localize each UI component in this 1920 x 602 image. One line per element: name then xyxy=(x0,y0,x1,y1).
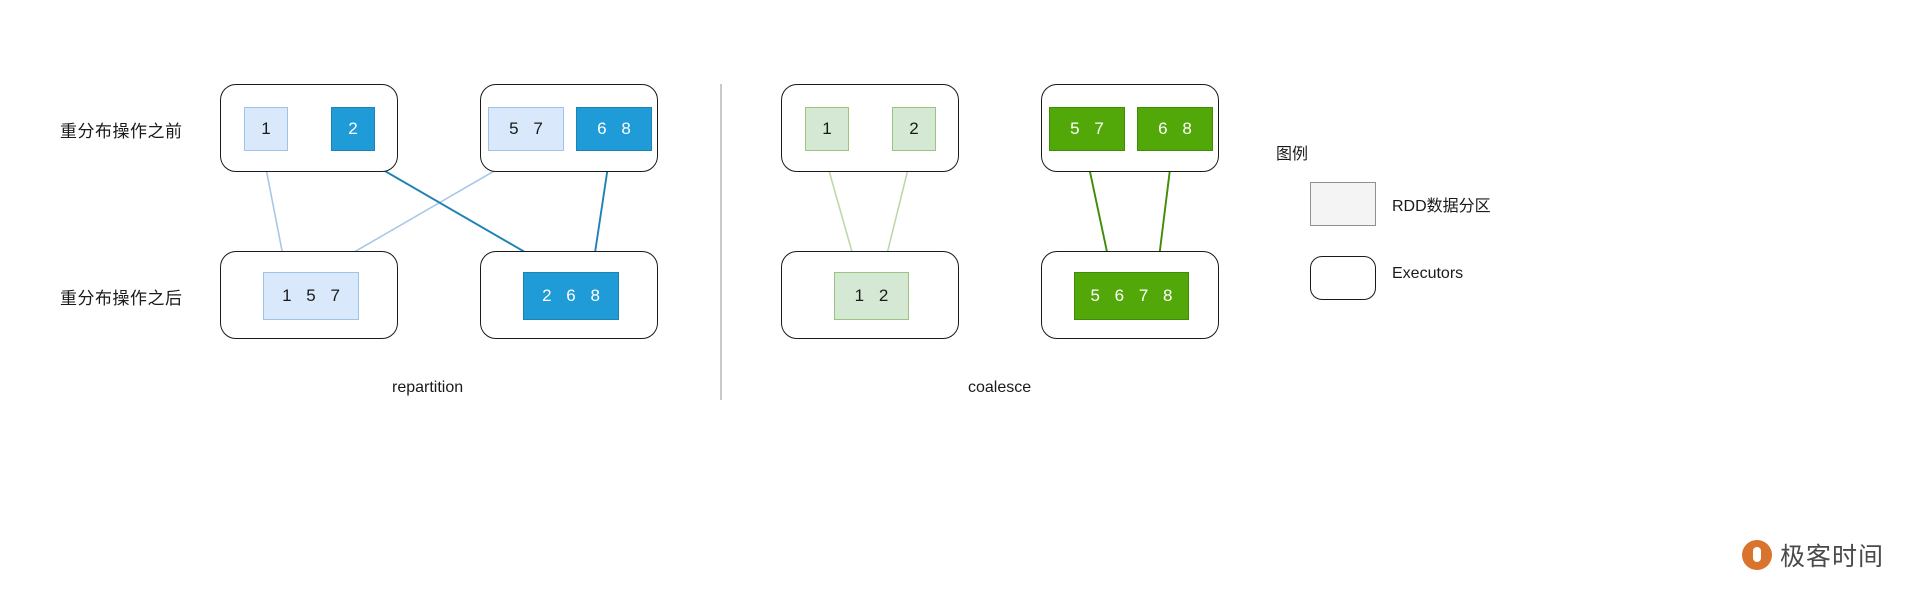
executor-repartition-after-2[interactable]: 2 6 8 xyxy=(480,251,658,339)
partition-block[interactable]: 2 xyxy=(892,107,936,151)
executor-repartition-before-2[interactable]: 5 7 6 8 xyxy=(480,84,658,172)
legend-swatch-executors xyxy=(1310,256,1376,300)
row-label-after: 重分布操作之后 xyxy=(60,289,183,308)
executor-coalesce-before-1[interactable]: 1 2 xyxy=(781,84,959,172)
partition-block[interactable]: 5 7 xyxy=(488,107,564,151)
partition-block[interactable]: 6 8 xyxy=(1137,107,1213,151)
partition-block[interactable]: 1 xyxy=(805,107,849,151)
partition-block[interactable]: 1 5 7 xyxy=(263,272,359,320)
watermark: 极客时间 xyxy=(1742,537,1884,573)
section-label-coalesce: coalesce xyxy=(968,379,1032,396)
partition-block[interactable]: 2 6 8 xyxy=(523,272,619,320)
partition-block[interactable]: 1 2 xyxy=(834,272,909,320)
executor-coalesce-after-2[interactable]: 5 6 7 8 xyxy=(1041,251,1219,339)
section-label-repartition: repartition xyxy=(392,379,464,396)
legend-label-executors: Executors xyxy=(1392,265,1464,282)
partition-block[interactable]: 1 xyxy=(244,107,288,151)
executor-repartition-before-1[interactable]: 1 2 xyxy=(220,84,398,172)
partition-block[interactable]: 2 xyxy=(331,107,375,151)
geektime-logo-icon xyxy=(1742,540,1772,570)
executor-repartition-after-1[interactable]: 1 5 7 xyxy=(220,251,398,339)
legend-title: 图例 xyxy=(1276,146,1309,163)
partition-block[interactable]: 5 6 7 8 xyxy=(1074,272,1189,320)
executor-coalesce-after-1[interactable]: 1 2 xyxy=(781,251,959,339)
legend-swatch-rdd-partition xyxy=(1310,182,1376,226)
watermark-text: 极客时间 xyxy=(1780,542,1885,571)
partition-block[interactable]: 6 8 xyxy=(576,107,652,151)
partition-block[interactable]: 5 7 xyxy=(1049,107,1125,151)
legend-label-rdd-partition: RDD数据分区 xyxy=(1392,198,1491,215)
row-label-before: 重分布操作之前 xyxy=(60,122,183,141)
executor-coalesce-before-2[interactable]: 5 7 6 8 xyxy=(1041,84,1219,172)
section-divider xyxy=(720,84,722,400)
